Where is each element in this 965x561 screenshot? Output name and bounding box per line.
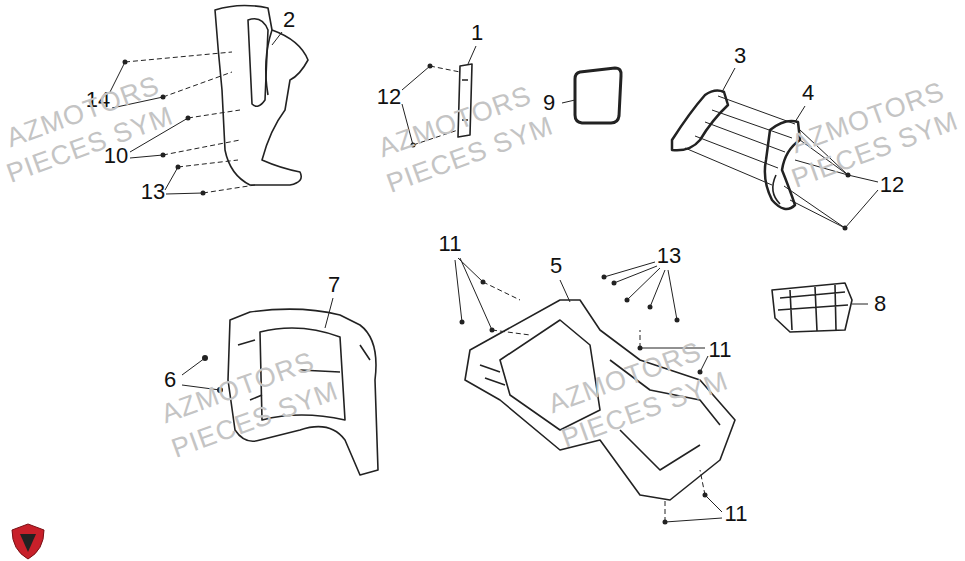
callout-number: 11	[439, 233, 462, 255]
callout-number: 2	[283, 9, 295, 31]
callout-number: 11	[725, 503, 748, 525]
callout-number: 4	[802, 82, 814, 104]
callout-number: 12	[880, 174, 904, 196]
callout-number: 13	[657, 245, 681, 267]
callout-number: 3	[734, 45, 746, 67]
callout-number: 1	[471, 22, 483, 44]
callout-number: 8	[874, 293, 886, 315]
callout-number: 12	[377, 86, 401, 108]
callout-number: 5	[550, 255, 562, 277]
callout-number: 13	[141, 181, 165, 203]
callout-number: 11	[709, 339, 732, 361]
callout-number: 9	[543, 92, 555, 114]
callout-number: 6	[164, 369, 176, 391]
callout-number: 7	[328, 274, 340, 296]
